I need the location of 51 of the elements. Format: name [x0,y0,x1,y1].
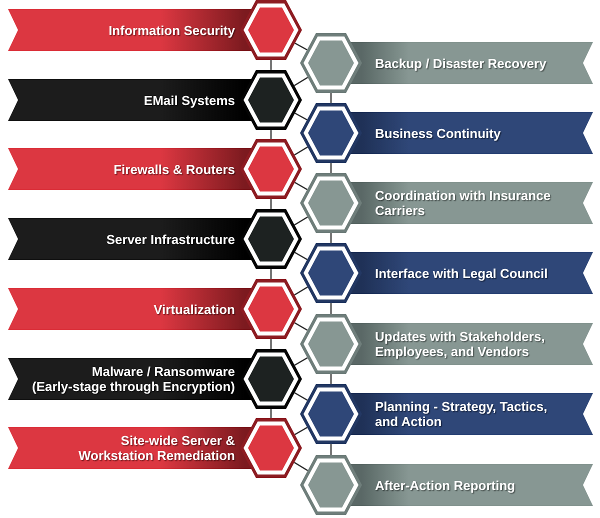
connector-line [270,339,272,349]
connector-line [294,322,308,331]
ribbon-banner [8,139,302,199]
connector-line [294,146,308,156]
topic-label: Coordination with Insurance Carriers [375,188,552,218]
ribbon-banner [300,384,593,444]
connector-line [330,163,332,173]
ribbon-banner [300,455,593,515]
connector-line [330,233,332,243]
connector-line [294,252,308,260]
topic-label: Site-wide Server & Workstation Remediation [77,433,235,463]
connector-line [330,374,332,384]
ribbon-banner [8,209,302,269]
topic-label: Server Infrastructure [106,232,235,246]
connector-line [294,76,308,86]
topic-label: Planning - Strategy, Tactics, and Action [375,399,548,429]
connector-line [330,93,332,103]
topic-label: Information Security [108,22,235,38]
ribbon-banner [8,0,302,60]
topic-label: Updates with Stakeholders, Employees, and Vendors [375,329,546,359]
connector-line [294,112,308,120]
connector-line [294,182,308,190]
connector-line [294,357,308,366]
topic-label: Business Continuity [375,126,501,140]
topic-label: Virtualization [154,302,235,316]
topic-label: Backup / Disaster Recovery [375,56,546,70]
ribbon-banner [300,173,593,233]
ribbon-banner [8,279,302,339]
connector-line [294,426,308,436]
ribbon-banner [300,243,593,303]
ribbon-banner [8,418,302,478]
topic-label: After-Action Reporting [375,478,516,492]
connector-line [294,462,308,472]
connector-line [270,269,272,279]
connector-line [330,303,332,314]
ribbon-banner [300,314,593,374]
ribbon-banner [300,33,593,93]
connector-line [294,286,308,296]
connector-line [330,444,332,455]
connector-line [294,392,308,401]
connector-line [294,216,308,226]
topic-label: EMail Systems [144,92,235,108]
topic-label: Firewalls & Routers [114,162,235,176]
topic-label: Malware / Ransomware (Early-stage through Encryption) [31,364,235,394]
connector-line [270,60,272,70]
ribbon-banner [8,349,302,409]
topic-label: Interface with Legal Council [375,266,548,280]
ribbon-banner [8,70,302,130]
connector-line [294,42,308,50]
ribbon-banner [300,103,593,163]
connector-line [270,199,272,209]
